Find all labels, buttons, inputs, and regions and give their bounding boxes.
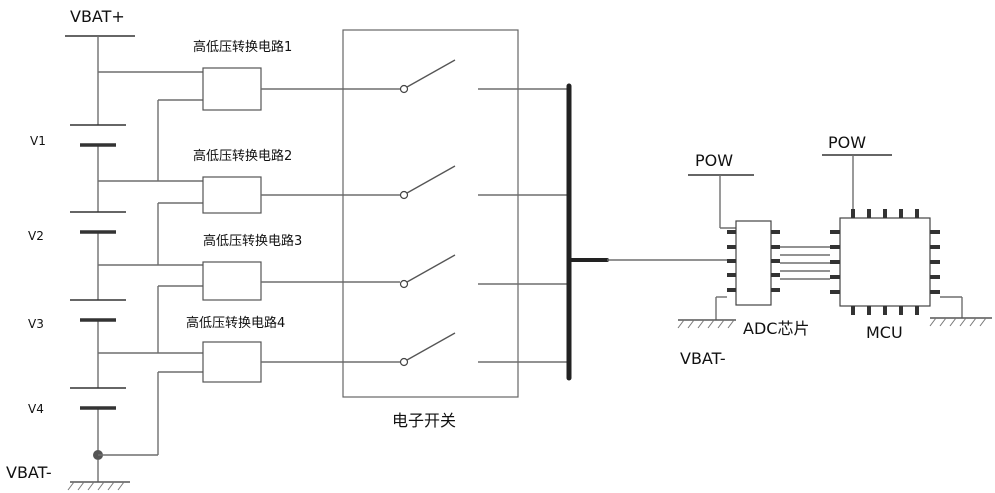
converter-2: 高低压转换电路2 (193, 148, 292, 214)
battery-cell-v1 (70, 124, 126, 147)
adc-mcu-bus (780, 246, 830, 280)
converter-4-label: 高低压转换电路4 (186, 315, 285, 331)
switch-2 (399, 165, 568, 200)
cell-label-v1: V1 (30, 134, 46, 148)
converter-1: 高低压转换电路1 (193, 39, 292, 111)
vbat-minus-left-label: VBAT- (6, 463, 52, 482)
switch-block-label: 电子开关 (392, 411, 456, 430)
converter-1-label: 高低压转换电路1 (193, 39, 292, 55)
adc-pow-label: POW (695, 151, 733, 170)
converter-output-wires (261, 88, 400, 363)
switch-3 (399, 254, 568, 289)
battery-cell-v4 (70, 387, 126, 410)
converter-4: 高低压转换电路4 (186, 315, 285, 383)
mcu-label: MCU (866, 323, 903, 342)
adc-chip-label: ADC芯片 (743, 319, 809, 338)
cell-label-v2: V2 (28, 229, 44, 243)
ground-left-icon (67, 460, 130, 491)
battery-cell-v2 (70, 211, 126, 234)
mcu-pow-label: POW (828, 133, 866, 152)
switch-4 (399, 332, 568, 367)
electronic-switch-block: 电子开关 (342, 29, 568, 430)
converter-3-label: 高低压转换电路3 (203, 233, 302, 249)
converter-3: 高低压转换电路3 (202, 233, 302, 301)
tap-wires (98, 71, 203, 456)
adc-chip: POW ADC芯片 VBAT- (677, 151, 809, 368)
cell-label-v3: V3 (28, 317, 44, 331)
vbat-plus-label: VBAT+ (70, 7, 125, 26)
mcu-chip: POW (822, 133, 992, 342)
ground-adc-icon (677, 319, 736, 329)
vbat-minus-right-label: VBAT- (680, 349, 726, 368)
battery-stack (65, 35, 135, 491)
ground-mcu-icon (929, 317, 992, 327)
output-bus (566, 83, 728, 381)
switch-1 (399, 59, 568, 94)
battery-cell-v3 (70, 299, 126, 322)
cell-label-v4: V4 (28, 402, 44, 416)
converter-2-label: 高低压转换电路2 (193, 148, 292, 164)
